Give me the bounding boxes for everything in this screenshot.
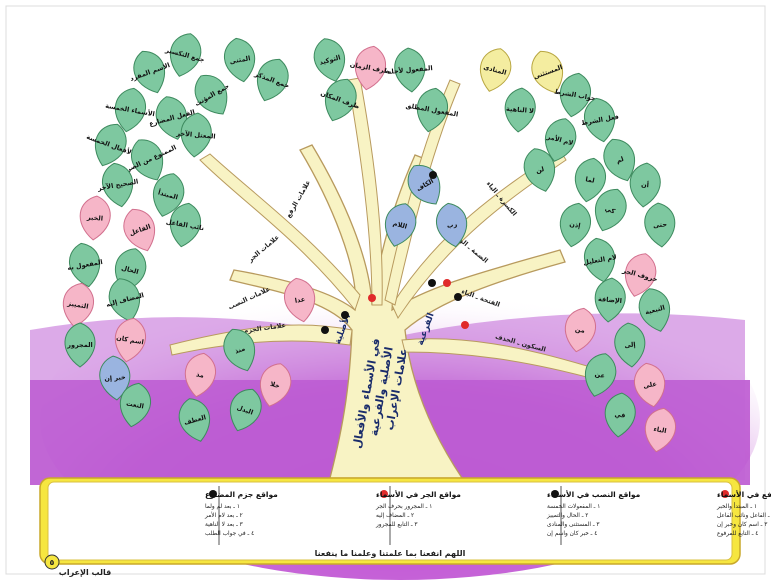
junction-dot [461, 321, 469, 329]
junction-dot [429, 171, 437, 179]
junction-dot [341, 311, 349, 319]
leaf-label: المجرور [66, 341, 93, 349]
panel-box-line: ٣ ـ التابع للمجرور [375, 522, 418, 528]
panel-box-line: ٢ ـ الحال والتمييز [546, 513, 588, 519]
leaf-label: حتى [653, 220, 668, 229]
panel-box-title: مواقع الجر في الأسماء [376, 490, 461, 499]
junction-dot [454, 293, 462, 301]
panel-footer: اللهم انفعنا بما علمتنا وعلمنا ما ينفعنا [315, 549, 466, 558]
panel-box-line: ٢ ـ بعد لام الأمر [204, 511, 243, 519]
panel-box-line: ٤ ـ خبر كان واسم إن [547, 530, 597, 537]
corner-title: قالب الإعراب [59, 568, 111, 577]
panel-box-line: ١ ـ بعد لم ولما [205, 504, 240, 510]
panel-box-line: ٢ ـ المضاف إليه [376, 513, 414, 519]
leaf-label: إلى [624, 341, 636, 350]
panel-box-title: مواقع الرفع في الأسماء [717, 490, 771, 499]
page-number: ٥ [50, 558, 55, 567]
junction-dot [428, 279, 436, 287]
panel-box-line: ٣ ـ بعد لا الناهية [205, 522, 243, 528]
leaf-label: في [614, 411, 625, 420]
junction-dot [321, 326, 329, 334]
panel-box-title: مواقع النصب في الأسماء [547, 490, 641, 499]
junction-dot [443, 279, 451, 287]
panel-box-title: مواقع جزم المضارع [205, 490, 278, 499]
panel-box-line: ١ ـ المفعولات الخمسة [547, 504, 600, 510]
panel-box-line: ٢ ـ الفاعل ونائب الفاعل [717, 513, 771, 519]
panel-box-line: ٣ ـ المستثنى والمنادى [547, 522, 600, 528]
bottom-panel: مواقع الرفع في الأسماء ١ ـ المبتدأ والخبر… [40, 478, 771, 577]
leaf-label: أن [641, 180, 650, 190]
panel-box-line: ٤ ـ في جواب الطلب [205, 530, 254, 537]
panel-box-line: ٣ ـ اسم كان وخبر إن [717, 521, 767, 528]
leaf-label: من [574, 325, 585, 335]
junction-dot [368, 294, 376, 302]
leaf-label: لما [585, 175, 595, 184]
panel-box-line: ٤ ـ التابع للمرفوع [717, 530, 758, 537]
panel-box-line: ١ ـ المجرور بحرف الجر [375, 504, 432, 510]
leaf-label: الخبر [86, 213, 104, 222]
panel-box-line: ١ ـ المبتدأ والخبر [716, 502, 757, 510]
leaf-label: مذ [195, 370, 204, 379]
